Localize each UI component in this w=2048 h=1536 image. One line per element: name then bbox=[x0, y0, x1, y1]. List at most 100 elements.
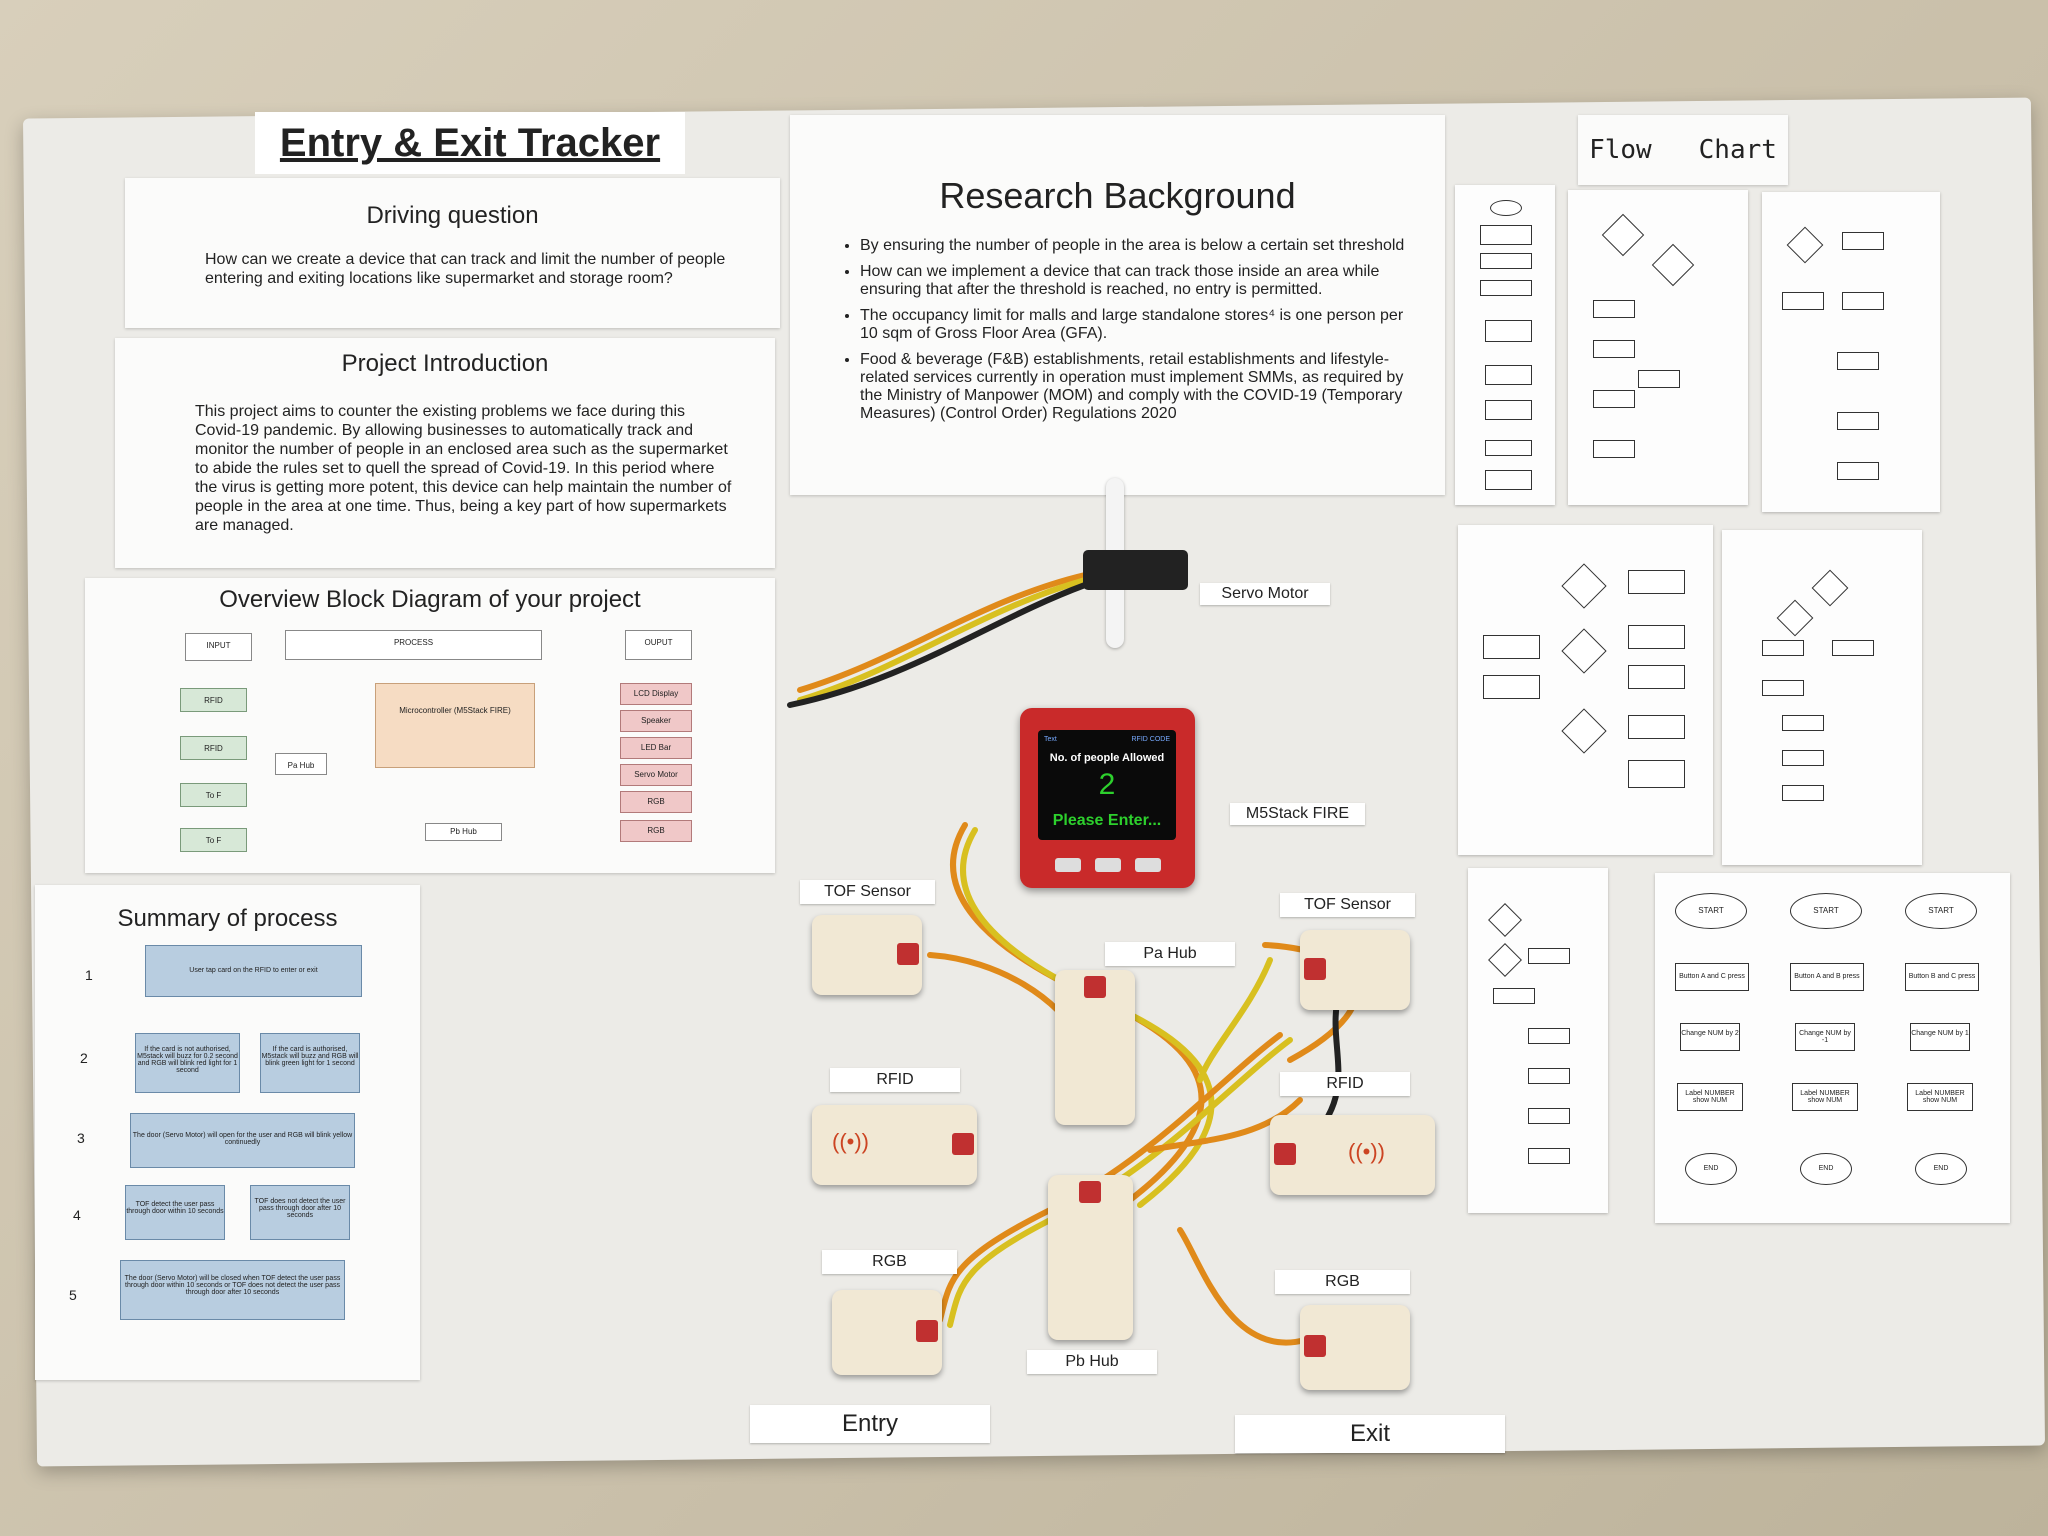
bd-process: PROCESS bbox=[285, 630, 542, 660]
fc1-start: START bbox=[1675, 893, 1747, 929]
label-servo-motor: Servo Motor bbox=[1200, 583, 1330, 605]
pb-hub-unit bbox=[1048, 1175, 1133, 1340]
block-diagram-sheet: Overview Block Diagram of your project I… bbox=[85, 578, 775, 873]
fc1-button: Button A and C press bbox=[1675, 963, 1749, 991]
flowchart-sheet-2 bbox=[1568, 190, 1748, 505]
poster-title: Entry & Exit Tracker bbox=[255, 112, 685, 174]
label-rgb-right: RGB bbox=[1275, 1270, 1410, 1294]
driving-question-heading: Driving question bbox=[366, 202, 539, 229]
flowchart-sheet-1 bbox=[1455, 185, 1555, 505]
bd-out-lcd: LCD Display bbox=[620, 683, 692, 705]
fc3-button: Button B and C press bbox=[1905, 963, 1979, 991]
step-1-number: 1 bbox=[85, 967, 93, 983]
step-3-number: 3 bbox=[77, 1130, 85, 1146]
m5-button-a[interactable] bbox=[1055, 858, 1081, 872]
fc2-button: Button A and B press bbox=[1790, 963, 1864, 991]
fc2-change: Change NUM by -1 bbox=[1795, 1023, 1855, 1051]
label-pa-hub: Pa Hub bbox=[1105, 942, 1235, 966]
flowchart-sheet-5 bbox=[1722, 530, 1922, 865]
research-bullet-1: By ensuring the number of people in the … bbox=[860, 237, 1405, 255]
summary-heading: Summary of process bbox=[117, 905, 338, 932]
bd-input: INPUT bbox=[185, 633, 252, 661]
bd-input-rfid-1: RFID bbox=[180, 688, 247, 712]
step-1-box: User tap card on the RFID to enter or ex… bbox=[145, 945, 362, 997]
flowchart-buttons-sheet: START START START Button A and C press B… bbox=[1655, 873, 2010, 1223]
step-4-number: 4 bbox=[73, 1207, 81, 1223]
step-4b-box: TOF does not detect the user pass throug… bbox=[250, 1185, 350, 1240]
rfid-unit-right: ((•)) bbox=[1270, 1115, 1435, 1195]
research-bullet-4: Food & beverage (F&B) establishments, re… bbox=[860, 351, 1405, 423]
label-entry: Entry bbox=[750, 1405, 990, 1443]
research-heading: Research Background bbox=[939, 175, 1296, 216]
project-intro-text: This project aims to counter the existin… bbox=[195, 403, 732, 534]
servo-motor bbox=[1083, 550, 1188, 590]
fc3-start: START bbox=[1905, 893, 1977, 929]
m5-screen-text-label: Text bbox=[1044, 736, 1057, 743]
label-pb-hub: Pb Hub bbox=[1027, 1350, 1157, 1374]
fc3-end: END bbox=[1915, 1153, 1967, 1185]
label-tof-sensor-left: TOF Sensor bbox=[800, 880, 935, 904]
block-diagram-heading: Overview Block Diagram of your project bbox=[219, 586, 641, 613]
label-rgb-left: RGB bbox=[822, 1250, 957, 1274]
bd-input-tof-1: To F bbox=[180, 783, 247, 807]
m5-button-b[interactable] bbox=[1095, 858, 1121, 872]
step-5-box: The door (Servo Motor) will be closed wh… bbox=[120, 1260, 345, 1320]
fc3-show: Label NUMBER show NUM bbox=[1907, 1083, 1973, 1111]
bd-output: OUPUT bbox=[625, 630, 692, 660]
bd-pb-hub: Pb Hub bbox=[425, 823, 502, 841]
m5-screen-line1: No. of people Allowed bbox=[1049, 752, 1165, 764]
fc2-end: END bbox=[1800, 1153, 1852, 1185]
rfid-icon: ((•)) bbox=[1348, 1139, 1386, 1164]
rfid-icon: ((•)) bbox=[832, 1129, 870, 1154]
fc1-show: Label NUMBER show NUM bbox=[1677, 1083, 1743, 1111]
research-bullet-3: The occupancy limit for malls and large … bbox=[860, 307, 1405, 343]
step-4a-box: TOF detect the user pass through door wi… bbox=[125, 1185, 225, 1240]
bd-pa-hub: Pa Hub bbox=[275, 753, 327, 775]
rgb-unit-right bbox=[1300, 1305, 1410, 1390]
fc2-start: START bbox=[1790, 893, 1862, 929]
driving-question-sheet: Driving question How can we create a dev… bbox=[125, 178, 780, 328]
flowchart-sheet-3 bbox=[1762, 192, 1940, 512]
research-bullet-2: How can we implement a device that can t… bbox=[860, 263, 1405, 299]
summary-sheet: Summary of process 1 2 3 4 5 User tap ca… bbox=[35, 885, 420, 1380]
research-sheet: Research Background By ensuring the numb… bbox=[790, 115, 1445, 495]
driving-question-text: How can we create a device that can trac… bbox=[205, 251, 726, 287]
bd-microcontroller: Microcontroller (M5Stack FIRE) bbox=[375, 683, 535, 768]
tof-sensor-right bbox=[1300, 930, 1410, 1010]
rgb-unit-left bbox=[832, 1290, 942, 1375]
project-intro-sheet: Project Introduction This project aims t… bbox=[115, 338, 775, 568]
step-5-number: 5 bbox=[69, 1287, 77, 1303]
label-rfid-right: RFID bbox=[1280, 1072, 1410, 1096]
bd-out-ledbar: LED Bar bbox=[620, 737, 692, 759]
bd-out-servo: Servo Motor bbox=[620, 764, 692, 786]
fc3-change: Change NUM by 1 bbox=[1910, 1023, 1970, 1051]
fc1-end: END bbox=[1685, 1153, 1737, 1185]
flowchart-sheet-4 bbox=[1458, 525, 1713, 855]
m5-screen-status: Please Enter... bbox=[1052, 812, 1162, 829]
step-2a-box: If the card is not authorised, M5stack w… bbox=[135, 1033, 240, 1093]
step-2b-box: If the card is authorised, M5stack will … bbox=[260, 1033, 360, 1093]
m5-screen-rfid-code: RFID CODE bbox=[1131, 736, 1171, 743]
step-3-box: The door (Servo Motor) will open for the… bbox=[130, 1113, 355, 1168]
m5-button-c[interactable] bbox=[1135, 858, 1161, 872]
m5-screen: Text RFID CODE No. of people Allowed 2 P… bbox=[1038, 730, 1176, 840]
project-intro-heading: Project Introduction bbox=[341, 350, 549, 377]
flowchart-sheet-6 bbox=[1468, 868, 1608, 1213]
rfid-unit-left: ((•)) bbox=[812, 1105, 977, 1185]
label-exit: Exit bbox=[1235, 1415, 1505, 1453]
label-rfid-left: RFID bbox=[830, 1068, 960, 1092]
m5stack-fire-device: Text RFID CODE No. of people Allowed 2 P… bbox=[1020, 708, 1195, 888]
label-m5stack-fire: M5Stack FIRE bbox=[1230, 803, 1365, 825]
pa-hub-unit bbox=[1055, 970, 1135, 1125]
flowchart-title-sheet: Flow Chart bbox=[1578, 115, 1788, 185]
fc1-change: Change NUM by 2 bbox=[1680, 1023, 1740, 1051]
step-2-number: 2 bbox=[80, 1050, 88, 1066]
bd-input-rfid-2: RFID bbox=[180, 736, 247, 760]
bd-out-speaker: Speaker bbox=[620, 710, 692, 732]
bd-out-rgb-1: RGB bbox=[620, 791, 692, 813]
flowchart-title: Flow Chart bbox=[1589, 135, 1777, 165]
bd-out-rgb-2: RGB bbox=[620, 820, 692, 842]
fc2-show: Label NUMBER show NUM bbox=[1792, 1083, 1858, 1111]
label-tof-sensor-right: TOF Sensor bbox=[1280, 893, 1415, 917]
bd-input-tof-2: To F bbox=[180, 828, 247, 852]
